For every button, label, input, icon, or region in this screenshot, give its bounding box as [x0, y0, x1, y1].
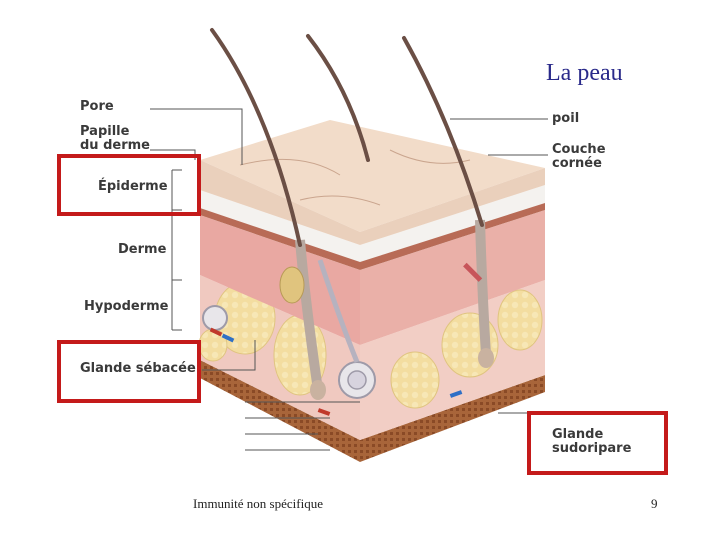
label-hypoderme: Hypoderme [84, 300, 169, 314]
label-papille-line1: Papille [80, 125, 129, 139]
footer-text: Immunité non spécifique [193, 496, 323, 512]
highlight-box-glande-sudoripare [527, 411, 668, 475]
highlight-box-epiderme [57, 154, 201, 216]
label-pore: Pore [80, 100, 114, 114]
highlight-box-glande-sebacee [57, 340, 201, 403]
label-papille-line2: du derme [80, 139, 150, 153]
slide-title: La peau [546, 60, 623, 87]
label-couche-line1: Couche [552, 143, 606, 157]
sebaceous-gland-shape [280, 267, 304, 303]
label-poil: poil [552, 112, 579, 126]
label-couche-line2: cornée [552, 157, 602, 171]
label-derme: Derme [118, 243, 166, 257]
page-number: 9 [651, 496, 658, 512]
